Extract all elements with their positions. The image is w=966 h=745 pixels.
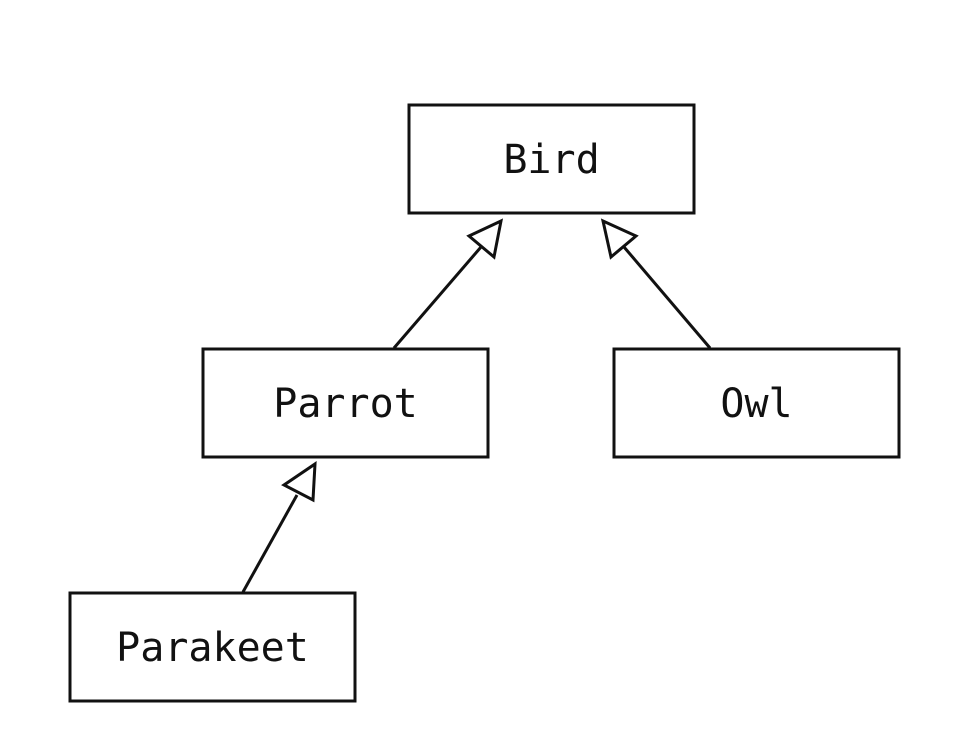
class-box-parakeet[interactable]: Parakeet <box>68 591 357 703</box>
class-label-owl: Owl <box>720 381 792 427</box>
class-label-parrot: Parrot <box>273 381 418 427</box>
class-label-parakeet: Parakeet <box>116 625 309 671</box>
generalization-arrowhead-icon <box>600 218 639 260</box>
class-box-parrot[interactable]: Parrot <box>201 347 490 459</box>
class-box-bird[interactable]: Bird <box>407 103 696 215</box>
edge-parakeet-to-parrot <box>241 461 317 593</box>
class-box-owl[interactable]: Owl <box>612 347 901 459</box>
edge-parrot-to-bird <box>392 218 504 349</box>
edge-owl-to-bird <box>600 218 712 349</box>
generalization-arrowhead-icon <box>466 218 504 260</box>
generalization-arrowhead-icon <box>281 461 317 503</box>
class-label-bird: Bird <box>503 137 599 183</box>
